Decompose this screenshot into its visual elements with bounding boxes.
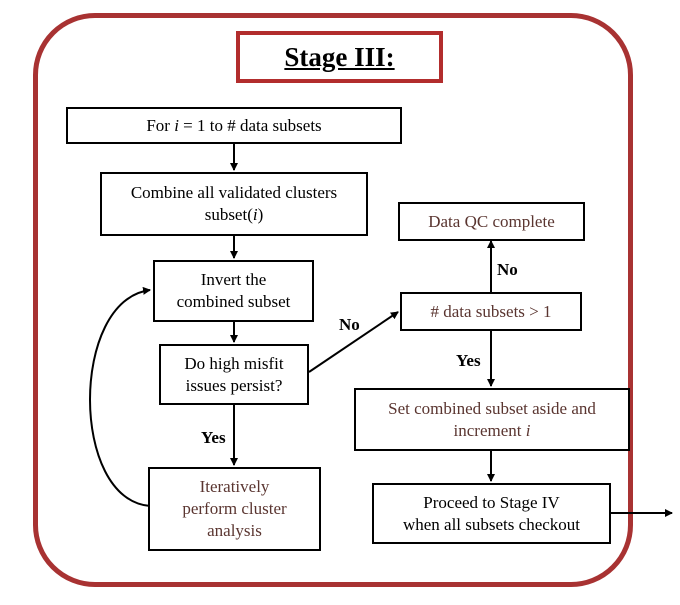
set-aside-line2-pre: increment — [453, 420, 526, 440]
set-aside-var: i — [525, 420, 531, 440]
stage-frame — [33, 13, 633, 587]
subsets-check-text: # data subsets > 1 — [430, 301, 552, 321]
for-loop-text-post: = 1 to # data subsets — [178, 115, 322, 135]
combine-line2-pre: subset( — [204, 205, 253, 224]
subsets-check-box: # data subsets > 1 — [400, 292, 582, 331]
arrow-misfit-to-subsets — [308, 311, 399, 373]
subsets-no-label: No — [497, 260, 518, 279]
cluster-line3: analysis — [207, 521, 262, 540]
stage-title: Stage III: — [284, 41, 395, 72]
for-loop-box: For i = 1 to # data subsets — [66, 107, 402, 144]
set-aside-line1: Set combined subset aside and — [388, 398, 596, 418]
arrow-cluster-loop-back — [89, 286, 151, 507]
proceed-line2: when all subsets checkout — [402, 514, 581, 534]
combine-line2-post: ) — [257, 205, 264, 224]
cluster-line2: perform cluster — [182, 499, 287, 518]
proceed-box: Proceed to Stage IV when all subsets che… — [372, 483, 611, 544]
combine-var: i — [252, 205, 258, 224]
invert-line1: Invert the — [200, 270, 267, 289]
combine-line1: Combine all validated clusters — [130, 183, 338, 202]
proceed-line1: Proceed to Stage IV — [423, 492, 560, 512]
stage-title-box: Stage III: — [236, 31, 443, 83]
misfit-line2: issues persist? — [185, 375, 283, 395]
misfit-yes-label: Yes — [201, 428, 226, 447]
invert-box: Invert the combined subset — [153, 260, 314, 322]
misfit-decision-box: Do high misfit issues persist? — [159, 344, 309, 405]
subsets-yes-label: Yes — [456, 351, 481, 370]
cluster-analysis-box: Iteratively perform cluster analysis — [148, 467, 321, 551]
for-loop-text-pre: For — [146, 115, 175, 135]
combine-box: Combine all validated clusters subset(i) — [100, 172, 368, 236]
set-aside-box: Set combined subset aside and increment … — [354, 388, 630, 451]
data-qc-text: Data QC complete — [428, 211, 555, 231]
misfit-line1: Do high misfit — [184, 353, 284, 373]
data-qc-box: Data QC complete — [398, 202, 585, 241]
invert-line2: combined subset — [176, 292, 291, 311]
cluster-line1: Iteratively — [199, 477, 270, 496]
for-loop-var: i — [174, 115, 179, 135]
misfit-no-label: No — [339, 315, 360, 334]
